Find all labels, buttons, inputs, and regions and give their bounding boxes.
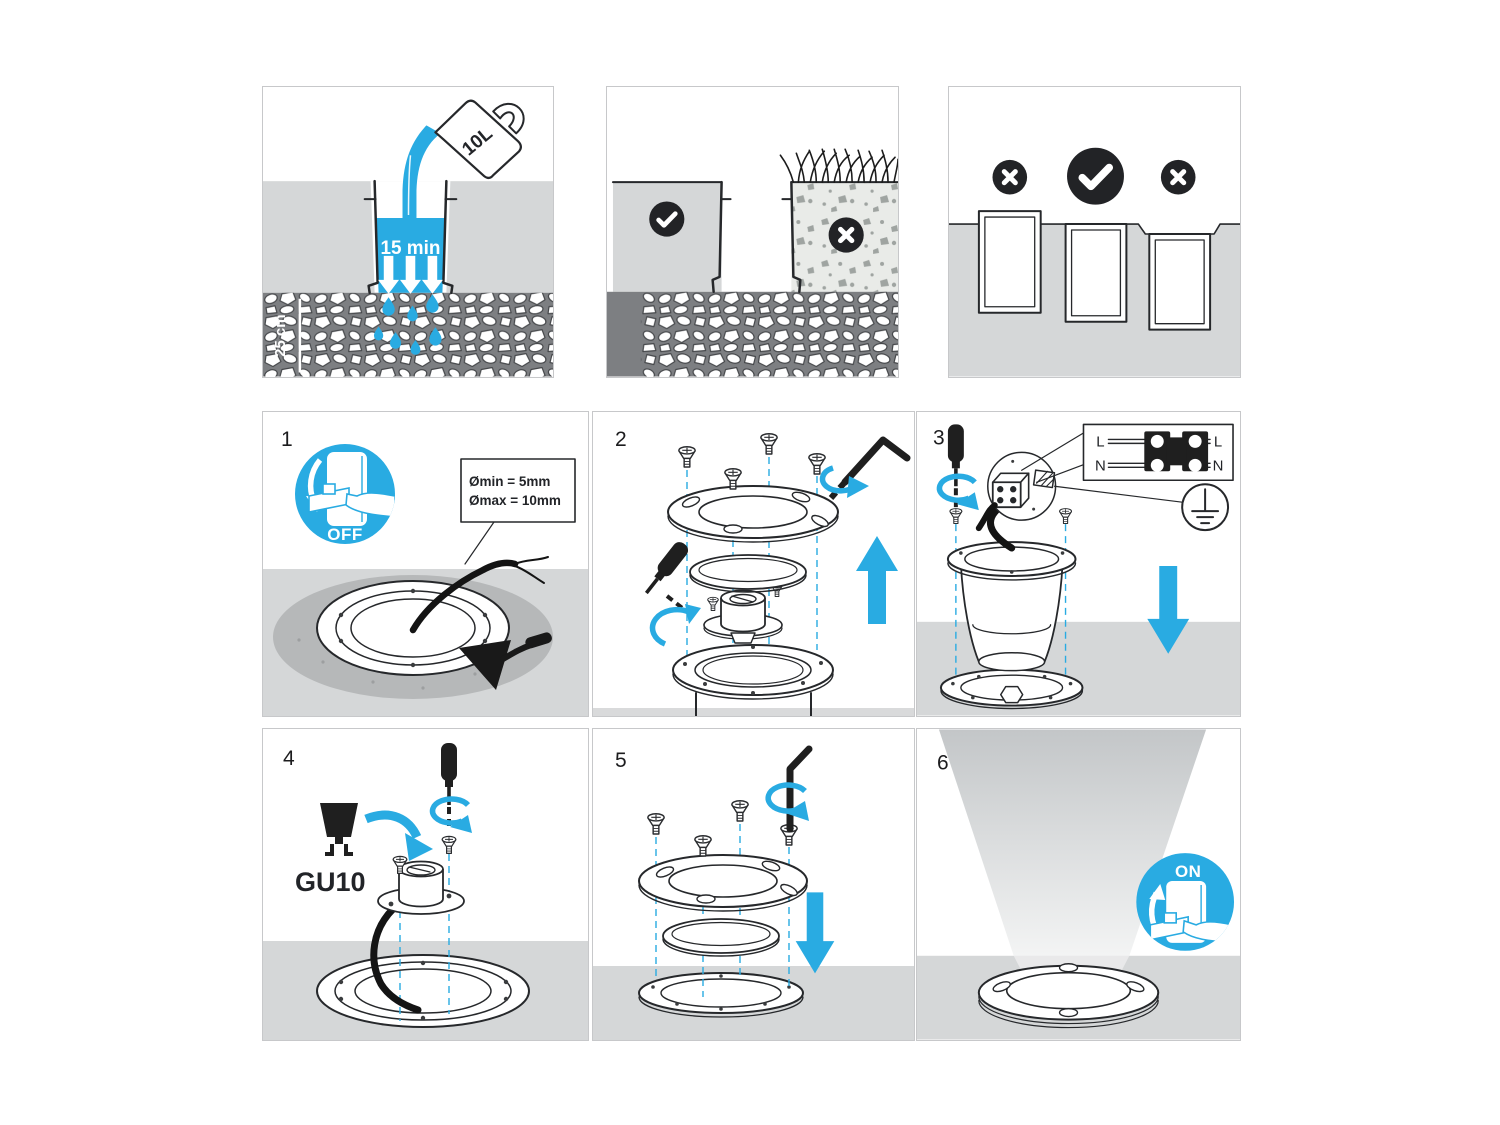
cross-badge-icon <box>829 217 864 252</box>
cover-ring <box>638 854 808 912</box>
cross-badge-icon <box>992 160 1027 195</box>
on-label: ON <box>1175 862 1201 881</box>
cable-dia-min-label: Ømin = 5mm <box>469 474 550 489</box>
down-arrow-icon <box>795 892 835 974</box>
detail-cable <box>975 502 998 532</box>
panel-step-2: 2 <box>592 411 915 717</box>
wire-label: L <box>1096 433 1104 450</box>
mains-cable <box>409 559 519 634</box>
screwdriver-icon <box>936 424 979 511</box>
callout-cable-diameter: Ømin = 5mm Ømax = 10mm <box>460 458 576 565</box>
panel-step-1: Ømin = 5mm Ømax = 10mm OFF 1 <box>262 411 589 717</box>
check-badge-icon <box>649 201 684 236</box>
screwdriver-icon <box>640 539 701 647</box>
lamp-socket <box>377 860 465 915</box>
jug-icon: 10L <box>434 99 525 180</box>
cover-ring <box>667 485 839 543</box>
panel-step-4: GU10 4 <box>262 728 589 1041</box>
step-number: 2 <box>615 428 627 451</box>
bulb-type-label: GU10 <box>295 867 366 897</box>
screw-icon <box>949 508 963 524</box>
fixture-flush <box>1064 223 1128 323</box>
glass-disc <box>689 554 807 593</box>
seep-arrows <box>378 255 443 294</box>
wire-label: N <box>1095 457 1106 474</box>
gravel-layer <box>263 292 553 377</box>
pit-walls <box>711 180 802 294</box>
panel-water-test: 15 min 10L 25 cm <box>262 86 554 378</box>
fixture-too-high <box>977 210 1042 314</box>
pit-walls <box>363 179 458 295</box>
rotation-arrow-icon <box>765 782 807 814</box>
gravel-depth-label: 25 cm <box>272 314 289 356</box>
grass-icon <box>779 148 898 183</box>
rotation-arrow-icon <box>429 796 471 826</box>
screw-icon <box>678 433 826 490</box>
mains-cable <box>370 905 422 1014</box>
cable-dia-max-label: Ømax = 10mm <box>469 493 561 508</box>
wiring-diagram: L N L N <box>1082 423 1234 482</box>
gu10-bulb-icon <box>320 803 358 856</box>
earth-symbol-icon <box>1181 483 1230 532</box>
panel-step-5: 5 <box>592 728 915 1041</box>
step-number: 5 <box>615 749 627 772</box>
step-number: 4 <box>283 747 295 770</box>
step-number: 3 <box>933 426 945 449</box>
hand-icon <box>345 492 395 518</box>
panel-step-3: L N L N 3 <box>916 411 1241 717</box>
buried-ring <box>316 954 530 1028</box>
earth-terminal <box>1032 469 1056 489</box>
glass-disc <box>662 918 780 957</box>
cross-badge-icon <box>1161 160 1196 195</box>
gravel-layer <box>607 291 898 377</box>
hex-key-icon <box>819 436 911 500</box>
off-label: OFF <box>327 525 363 544</box>
ground-strip <box>593 708 914 716</box>
rotation-arrow-icon <box>649 606 691 647</box>
permeable-soil-block <box>612 182 722 292</box>
screw-icon <box>1059 508 1072 524</box>
insert-arrow-icon <box>364 810 433 861</box>
cable-stripped-wires <box>514 556 549 584</box>
check-badge-icon <box>1067 148 1124 205</box>
panel-step-6: ON 6 <box>916 728 1241 1041</box>
water-stream <box>402 125 441 219</box>
up-arrow-icon <box>856 536 898 624</box>
lamp-holder <box>703 582 783 644</box>
wire-label: N <box>1213 457 1224 474</box>
step-number: 1 <box>281 428 293 451</box>
power-off-badge: OFF <box>295 444 395 544</box>
screw-icon <box>441 835 457 855</box>
power-on-badge: ON <box>1136 853 1235 951</box>
terminal-block-detail <box>975 451 1057 532</box>
depth-measure: 25 cm <box>272 298 302 373</box>
step-number: 6 <box>937 751 949 774</box>
buried-ring <box>638 972 804 1018</box>
panel-drainage-soil <box>606 86 899 378</box>
panel-flush-mounting <box>948 86 1241 378</box>
rotation-arrow-icon <box>936 473 977 503</box>
screwdriver-icon <box>429 743 472 833</box>
fixture-too-low <box>1148 232 1212 331</box>
body-ring <box>672 644 834 716</box>
wait-time-label: 15 min <box>381 238 441 259</box>
trowel-icon <box>459 632 552 690</box>
hex-key-icon <box>765 745 813 833</box>
ground-ring <box>977 963 1160 1029</box>
wire-label: L <box>1214 433 1222 450</box>
buried-ring <box>939 668 1084 710</box>
